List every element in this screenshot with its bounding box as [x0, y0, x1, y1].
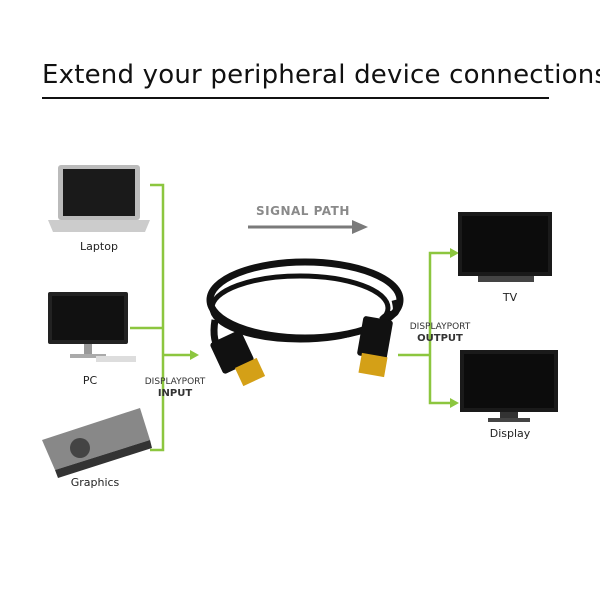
input-arrow-icon [190, 350, 199, 360]
laptop-image [48, 165, 150, 232]
tv-image [458, 212, 552, 282]
signal-path-label: SIGNAL PATH [256, 204, 350, 218]
output-port-line1: DISPLAYPORT [409, 322, 471, 332]
output-port-line2: OUTPUT [417, 333, 463, 344]
output-arrow-tv-icon [450, 248, 459, 258]
laptop-label: Laptop [80, 240, 118, 253]
displayport-plug-output [357, 316, 393, 378]
displayport-plug-input [210, 330, 266, 387]
input-port-line2: INPUT [157, 388, 193, 399]
pc-image [48, 292, 136, 362]
output-connector-lines [398, 251, 450, 405]
title-underline [42, 97, 549, 99]
graphics-card-image [42, 408, 152, 478]
output-port-label: DISPLAYPORT OUTPUT [405, 321, 475, 345]
input-port-label: DISPLAYPORT INPUT [140, 376, 210, 400]
input-connector-lines [130, 183, 190, 452]
display-label: Display [489, 427, 531, 440]
page-title: Extend your peripheral device connection… [42, 60, 600, 90]
pc-label: PC [82, 374, 98, 387]
display-image [460, 350, 558, 422]
tv-label: TV [502, 291, 518, 304]
input-port-line1: DISPLAYPORT [144, 377, 206, 387]
output-arrow-display-icon [450, 398, 459, 408]
graphics-label: Graphics [70, 476, 120, 489]
signal-arrow-head-icon [352, 220, 368, 234]
